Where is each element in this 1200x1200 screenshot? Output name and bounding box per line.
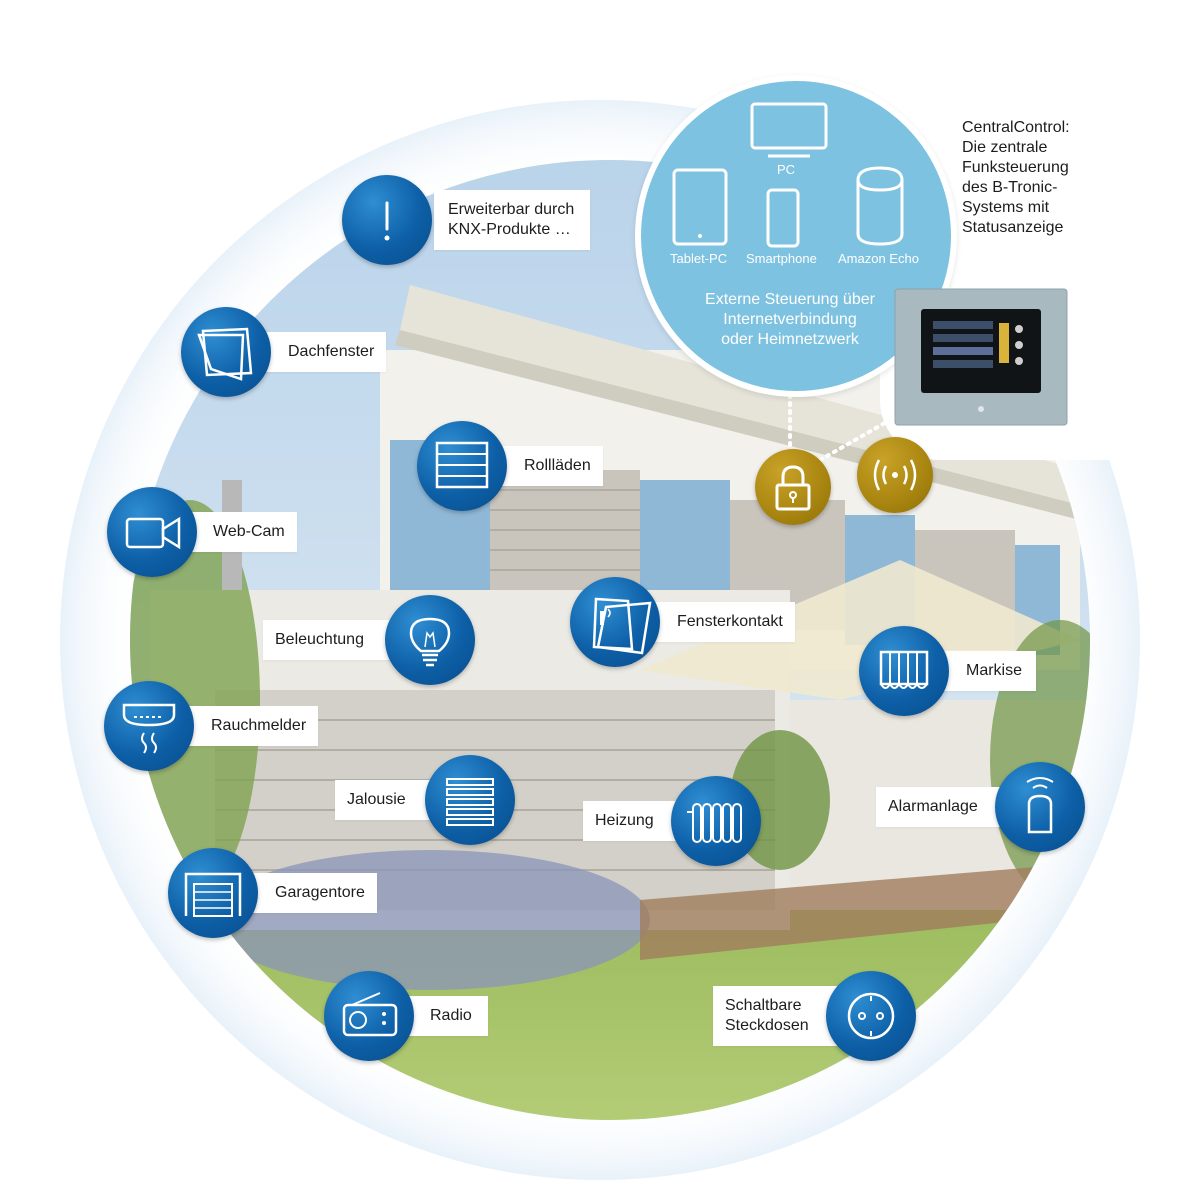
roller-shutter-icon <box>435 441 489 489</box>
light-bulb-icon <box>409 617 451 667</box>
jalousie-button[interactable] <box>425 755 515 845</box>
steckdosen-button[interactable] <box>826 971 916 1061</box>
label-fensterkontakt: Fensterkontakt <box>652 602 795 642</box>
label-markise: Markise <box>938 651 1037 691</box>
radio-button[interactable] <box>324 971 414 1061</box>
heizung-button[interactable] <box>671 776 761 866</box>
label-garagentore: Garagentore <box>248 873 377 913</box>
pc-label: PC <box>777 162 796 177</box>
label-dachfenster: Dachfenster <box>262 332 387 372</box>
smartphone-label: Smartphone <box>746 251 817 266</box>
knx-button[interactable] <box>342 175 432 265</box>
lock-icon <box>775 465 811 511</box>
label-alarmanlage: Alarmanlage <box>876 787 1008 827</box>
alarmanlage-button[interactable] <box>995 762 1085 852</box>
label-radio: Radio <box>405 996 488 1036</box>
echo-label: Amazon Echo <box>838 251 919 266</box>
external-control-caption: Externe Steuerung über Internetverbindun… <box>705 291 875 348</box>
pc-icon <box>750 102 828 158</box>
wireless-signal-icon <box>873 459 917 491</box>
tablet-icon <box>672 168 728 246</box>
smoke-detector-icon <box>122 703 176 754</box>
label-rolllaeden: Rollläden <box>496 446 603 486</box>
central-control-description: CentralControl: Die zentrale Funksteueru… <box>962 119 1070 236</box>
beleuchtung-button[interactable] <box>385 595 475 685</box>
label-jalousie: Jalousie <box>335 780 432 820</box>
label-beleuchtung: Beleuchtung <box>263 620 394 660</box>
label-rauchmelder: Rauchmelder <box>184 706 319 746</box>
label-heizung: Heizung <box>583 801 676 841</box>
roof-window-icon <box>197 327 253 381</box>
garagentore-button[interactable] <box>168 848 258 938</box>
awning-icon <box>879 650 929 689</box>
central-control-device <box>894 288 1068 426</box>
fensterkontakt-button[interactable] <box>570 577 660 667</box>
rauchmelder-button[interactable] <box>104 681 194 771</box>
garage-door-icon <box>184 872 242 917</box>
alarm-remote-icon <box>1026 777 1054 834</box>
venetian-blind-icon <box>446 778 494 826</box>
tablet-label: Tablet-PC <box>670 251 728 266</box>
dachfenster-button[interactable] <box>181 307 271 397</box>
camera-icon <box>125 516 181 550</box>
window-contact-icon <box>592 597 652 655</box>
wireless-button <box>857 437 933 513</box>
rolllaeden-button[interactable] <box>417 421 507 511</box>
exclamation-icon <box>384 201 390 241</box>
webcam-button[interactable] <box>107 487 197 577</box>
lock-button <box>755 449 831 525</box>
socket-icon <box>847 992 895 1040</box>
label-webcam: Web-Cam <box>186 512 297 552</box>
markise-button[interactable] <box>859 626 949 716</box>
radio-icon <box>342 992 398 1037</box>
speaker-icon <box>856 166 904 246</box>
radiator-icon <box>687 803 742 843</box>
smartphone-icon <box>766 188 800 248</box>
